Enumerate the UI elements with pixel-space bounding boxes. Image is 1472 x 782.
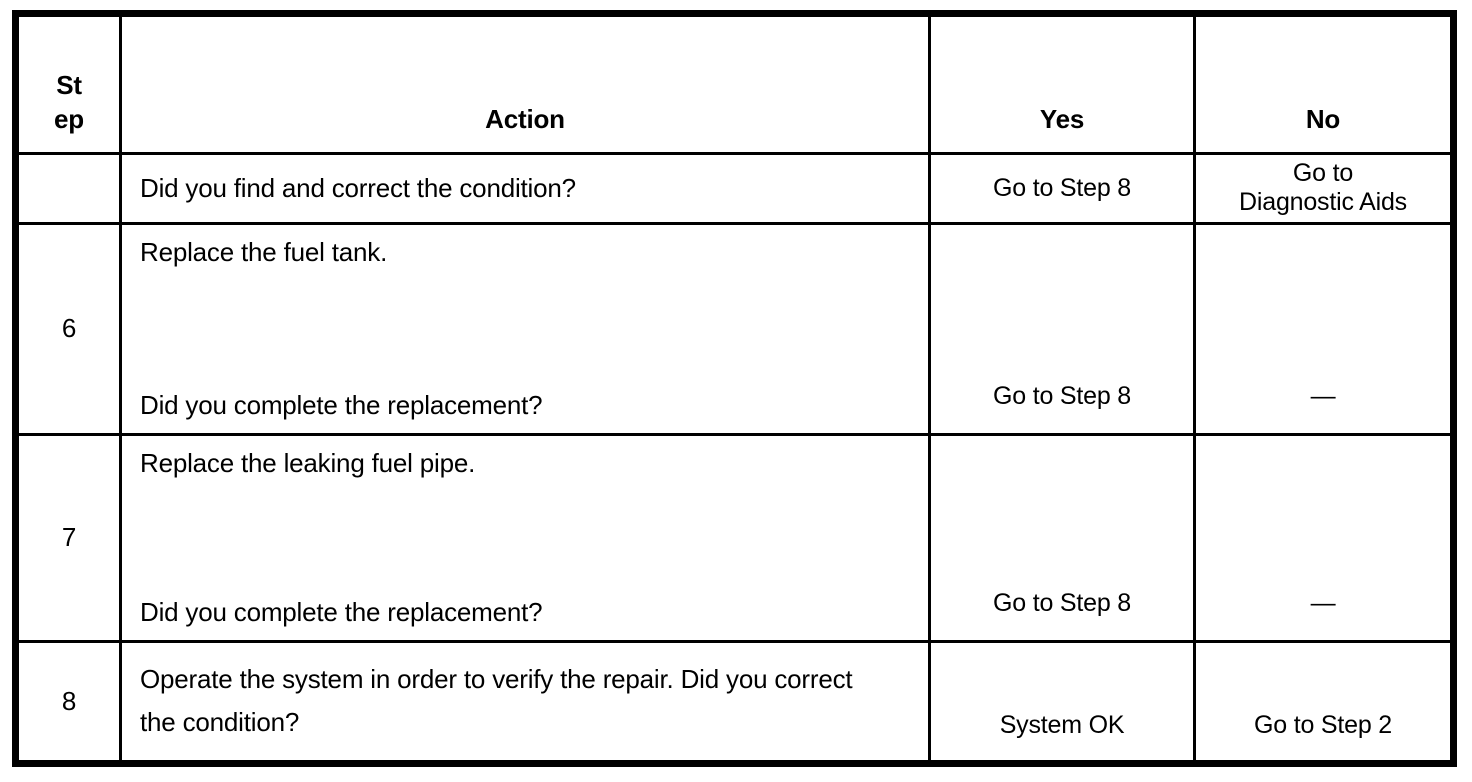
no-cell: —: [1193, 221, 1455, 437]
table-row-condition-check: Did you find and correct the condition? …: [14, 152, 1455, 225]
action-question: Operate the system in order to verify th…: [119, 639, 931, 766]
step-cell-empty: [14, 152, 122, 225]
step-number: 8: [14, 639, 122, 766]
table-row-step-6: 6 Replace the fuel tank. Did you complet…: [14, 221, 1455, 437]
no-column-header: No: [1193, 11, 1455, 156]
no-cell: Go to Step 2: [1193, 639, 1455, 766]
yes-column-header: Yes: [928, 11, 1196, 156]
yes-cell: System OK: [928, 639, 1196, 766]
action-question: Did you complete the replacement?: [140, 390, 543, 421]
table-row-step-8: 8 Operate the system in order to verify …: [14, 639, 1455, 766]
action-column-header: Action: [119, 11, 931, 156]
action-question: Did you find and correct the condition?: [119, 152, 931, 225]
action-cell: Replace the leaking fuel pipe. Did you c…: [119, 433, 931, 643]
action-instruction: Replace the fuel tank.: [140, 236, 388, 267]
step-column-header: St ep: [14, 11, 122, 156]
action-instruction: Replace the leaking fuel pipe.: [140, 448, 476, 479]
action-question: Did you complete the replacement?: [140, 596, 543, 627]
no-cell: Go to Diagnostic Aids: [1193, 152, 1455, 225]
no-cell: —: [1193, 433, 1455, 643]
header-row: St ep Action Yes No: [14, 11, 1455, 156]
yes-cell: Go to Step 8: [928, 152, 1196, 225]
yes-cell: Go to Step 8: [928, 433, 1196, 643]
yes-cell: Go to Step 8: [928, 221, 1196, 437]
step-number: 7: [14, 433, 122, 643]
step-number: 6: [14, 221, 122, 437]
diagnostic-steps-table: St ep Action Yes No Did you find and cor…: [12, 10, 1457, 767]
action-cell: Replace the fuel tank. Did you complete …: [119, 221, 931, 437]
table-row-step-7: 7 Replace the leaking fuel pipe. Did you…: [14, 433, 1455, 643]
